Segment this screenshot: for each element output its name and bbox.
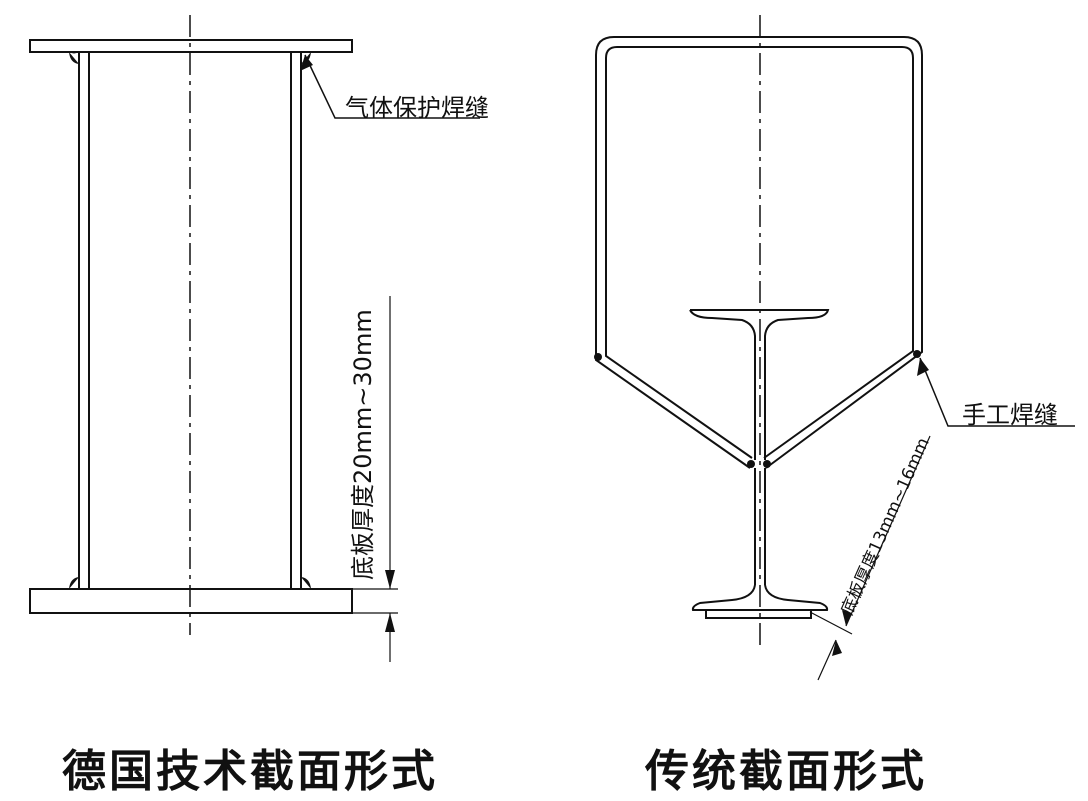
- right-cross-section: [594, 15, 1075, 681]
- bent-plate-inner: [605, 46, 914, 459]
- right-weld-arrow: [917, 358, 929, 376]
- right-caption: 传统截面形式: [645, 746, 927, 797]
- right-dim-arrow-a: [842, 610, 852, 626]
- left-caption: 德国技术截面形式: [62, 746, 438, 797]
- rail-head: [689, 309, 830, 460]
- left-web-outer: [78, 51, 90, 590]
- right-web-outer: [290, 51, 302, 590]
- right-dim-extension: [809, 611, 853, 635]
- left-dimension-note: 底板厚度20mm~30mm: [349, 309, 377, 580]
- right-weld-leader: [919, 357, 1075, 427]
- bent-plate-outer: [595, 36, 923, 469]
- left-dim-arrow-down: [385, 570, 395, 589]
- right-dim-arrow-b: [832, 640, 842, 656]
- right-dim-line: [845, 435, 931, 627]
- right-weld-note: 手工焊缝: [962, 401, 1058, 429]
- left-weld-note: 气体保护焊缝: [345, 94, 489, 122]
- right-dim-line-lower: [817, 639, 837, 681]
- right-base-plate: [705, 609, 812, 619]
- left-base-plate: [29, 588, 353, 614]
- left-cross-section: [29, 15, 480, 662]
- left-top-plate: [29, 39, 353, 53]
- left-weld-arrow: [300, 55, 313, 71]
- left-weld-leader: [304, 54, 480, 119]
- right-weld-beads: [594, 350, 921, 468]
- left-dim-arrow-up: [385, 613, 395, 632]
